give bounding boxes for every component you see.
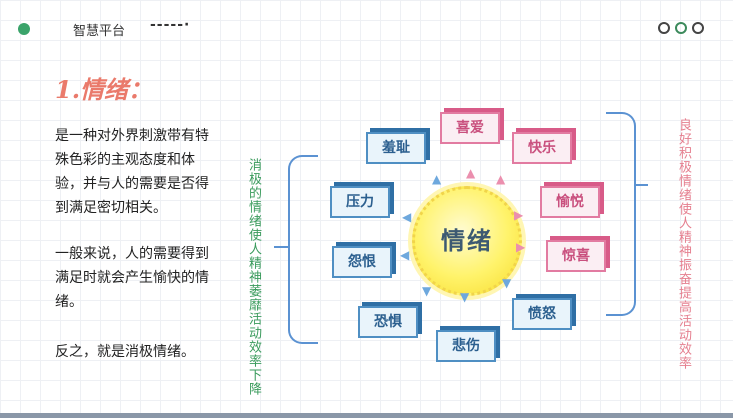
arrow-icon: ◀ xyxy=(400,248,410,262)
arrow-icon: ▲ xyxy=(432,172,442,186)
paragraph-definition: 是一种对外界刺激带有特殊色彩的主观态度和体验，并与人的需要是否得到满足密切相关。 xyxy=(55,128,209,216)
negative-bracket-tick xyxy=(274,246,290,248)
arrow-icon: ▶ xyxy=(516,240,526,254)
emotion-surprise: 惊喜 xyxy=(546,240,606,272)
circle-icon[interactable] xyxy=(692,22,704,34)
paragraph-negative: 反之，就是消极情绪。 xyxy=(55,344,195,360)
emotion-pleasure: 愉悦 xyxy=(540,186,600,218)
emotion-shame: 羞耻 xyxy=(366,132,426,164)
caption-line: 良好积极情绪使人精神振奋 xyxy=(676,118,691,286)
negative-bracket xyxy=(288,155,318,344)
caption-line: 消极的情绪使人精神萎靡活 xyxy=(246,158,261,326)
window-controls xyxy=(658,22,704,34)
emotion-anger: 愤怒 xyxy=(512,298,572,330)
positive-bracket xyxy=(606,112,636,316)
emotion-resentment: 怨恨 xyxy=(332,246,392,278)
emotion-center: 情绪 xyxy=(412,186,522,296)
paragraph-positive: 一般来说，人的需要得到满足时就会产生愉快的情绪。 xyxy=(55,246,209,310)
positive-effect-caption: 良好积极情绪使人精神振奋提高活动效率 xyxy=(676,118,691,370)
caption-line: 动效率下降 xyxy=(246,326,261,396)
emotion-fear: 恐惧 xyxy=(358,306,418,338)
arrow-icon: ▼ xyxy=(460,290,470,304)
arrow-icon: ▶ xyxy=(514,208,524,222)
slide-title: 1.情绪： xyxy=(55,75,153,104)
negative-effect-caption: 消极的情绪使人精神萎靡活动效率下降 xyxy=(246,158,261,396)
emotion-happy: 快乐 xyxy=(512,132,572,164)
caption-line: 提高活动效率 xyxy=(676,286,691,370)
positive-bracket-tick xyxy=(634,184,648,186)
emotion-stress: 压力 xyxy=(330,186,390,218)
bottom-bar xyxy=(0,413,733,418)
status-dot xyxy=(18,23,30,35)
header-decoration: -----· xyxy=(150,17,191,33)
arrow-icon: ▼ xyxy=(502,276,512,290)
center-label: 情绪 xyxy=(441,226,493,255)
circle-icon[interactable] xyxy=(675,22,687,34)
arrow-icon: ▲ xyxy=(496,172,506,186)
arrow-icon: ▼ xyxy=(422,284,432,298)
arrow-icon: ◀ xyxy=(402,210,412,224)
emotion-love: 喜爱 xyxy=(440,112,500,144)
platform-name: 智慧平台 xyxy=(73,24,126,39)
arrow-icon: ▲ xyxy=(466,166,476,180)
emotion-sadness: 悲伤 xyxy=(436,330,496,362)
circle-icon[interactable] xyxy=(658,22,670,34)
